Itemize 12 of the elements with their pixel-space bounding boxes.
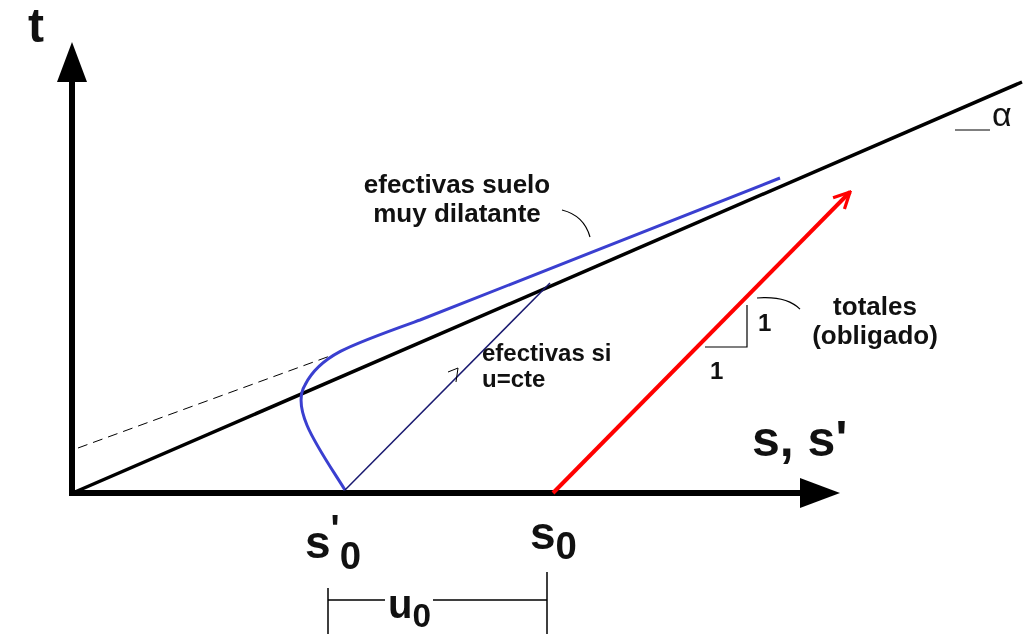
angle-label: α	[992, 96, 1012, 134]
leader-line	[561, 209, 591, 238]
annotation-text: efectivas si u=cte	[482, 340, 612, 393]
tick-label: s$_{0}$	[530, 508, 577, 568]
slope-value: 1	[710, 358, 724, 385]
leader-line	[756, 297, 801, 310]
slope-value: 1	[758, 310, 772, 337]
axis-label: s, s'	[752, 412, 848, 467]
annotation-text: totales (obligado)	[800, 292, 950, 350]
dimension-label: u$_{0}$	[388, 582, 431, 634]
annotation-text: efectivas suelo muy dilatante	[352, 170, 562, 228]
axis-label: t	[28, 0, 44, 53]
